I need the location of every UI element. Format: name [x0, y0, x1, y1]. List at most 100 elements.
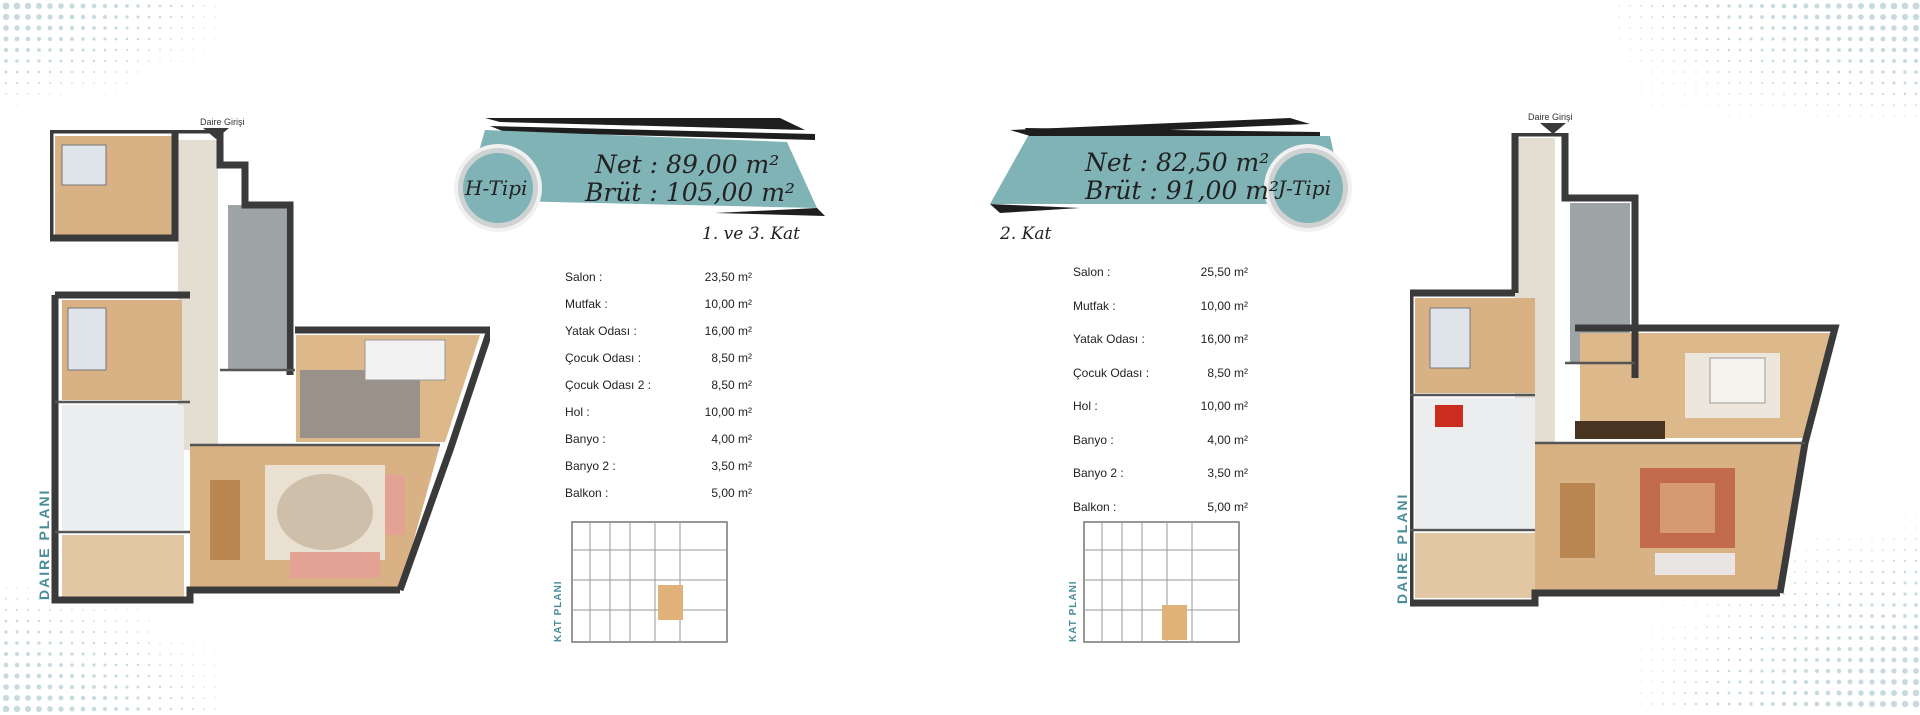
- decorative-dot: [1640, 71, 1642, 73]
- decorative-dot: [159, 642, 161, 644]
- decorative-dot: [1902, 668, 1908, 674]
- room-area: 10,00 m²: [704, 405, 752, 419]
- decorative-dot: [214, 697, 216, 699]
- decorative-dot: [147, 15, 151, 19]
- decorative-dot: [1673, 648, 1675, 650]
- decorative-dot: [1662, 692, 1664, 694]
- decorative-dot: [1860, 115, 1862, 117]
- decorative-dot: [169, 685, 173, 689]
- decorative-dot: [1662, 626, 1664, 628]
- decorative-dot: [159, 49, 161, 51]
- decorative-dot: [192, 675, 194, 677]
- decorative-dot: [1695, 60, 1697, 62]
- decorative-dot: [1651, 681, 1653, 683]
- decorative-dot: [1880, 646, 1886, 652]
- decorative-dot: [25, 14, 31, 20]
- decorative-dot: [1772, 104, 1774, 106]
- decorative-dot: [136, 652, 140, 656]
- decorative-dot: [1706, 60, 1708, 62]
- decorative-dot: [1816, 93, 1818, 95]
- decorative-dot: [158, 685, 162, 689]
- decorative-dot: [4, 81, 8, 85]
- decorative-dot: [1782, 669, 1786, 673]
- decorative-dot: [192, 631, 194, 633]
- decorative-dot: [4, 608, 8, 612]
- decorative-dot: [125, 652, 129, 656]
- decorative-dot: [1684, 71, 1686, 73]
- decorative-dot: [1684, 115, 1686, 117]
- decorative-dot: [1618, 93, 1620, 95]
- decorative-dot: [148, 631, 150, 633]
- decorative-dot: [1651, 82, 1653, 84]
- decorative-dot: [1881, 625, 1885, 629]
- decorative-dot: [192, 5, 194, 7]
- decorative-dot: [37, 652, 41, 656]
- decorative-dot: [1728, 626, 1730, 628]
- decorative-dot: [1672, 15, 1676, 19]
- decorative-dot: [1629, 703, 1631, 705]
- decorative-dot: [1879, 700, 1887, 708]
- decorative-dot: [1792, 3, 1798, 9]
- decorative-dot: [71, 82, 73, 84]
- decorative-dot: [1749, 59, 1753, 63]
- decorative-dot: [69, 14, 75, 20]
- decorative-dot: [1869, 47, 1875, 53]
- decorative-dot: [104, 620, 106, 622]
- decorative-dot: [1629, 5, 1631, 7]
- decorative-dot: [1904, 104, 1906, 106]
- decorative-dot: [1815, 658, 1819, 662]
- decorative-dot: [38, 609, 40, 611]
- decorative-dot: [125, 15, 129, 19]
- room-name: Çocuk Odası :: [565, 351, 642, 365]
- decorative-dot: [137, 82, 139, 84]
- decorative-dot: [1749, 26, 1753, 30]
- decorative-dot: [1825, 690, 1831, 696]
- decorative-dot: [214, 16, 216, 18]
- decorative-dot: [1705, 15, 1709, 19]
- decorative-dot: [147, 37, 151, 41]
- decorative-dot: [1891, 624, 1897, 630]
- room-row: Salon :25,50 m²: [1073, 265, 1248, 281]
- decorative-dot: [1849, 549, 1851, 551]
- decorative-dot: [203, 5, 205, 7]
- decorative-dot: [1803, 679, 1809, 685]
- room-name: Yatak Odası :: [1073, 332, 1145, 346]
- decorative-dot: [48, 663, 52, 667]
- decorative-dot: [59, 59, 63, 63]
- decorative-dot: [1882, 549, 1884, 551]
- decorative-dot: [137, 631, 139, 633]
- decorative-dot: [137, 71, 139, 73]
- decorative-dot: [80, 695, 86, 701]
- decorative-dot: [1771, 26, 1775, 30]
- decorative-dot: [114, 641, 118, 645]
- decorative-dot: [1881, 92, 1885, 96]
- decorative-dot: [1869, 701, 1875, 707]
- decorative-dot: [1793, 37, 1797, 41]
- decorative-dot: [1858, 679, 1864, 685]
- decorative-dot: [1804, 614, 1808, 618]
- decorative-dot: [1837, 614, 1841, 618]
- decorative-dot: [181, 620, 183, 622]
- room-area: 16,00 m²: [1200, 332, 1248, 346]
- decorative-dot: [1684, 615, 1686, 617]
- decorative-dot: [4, 630, 8, 634]
- decorative-dot: [1890, 2, 1898, 10]
- decorative-dot: [81, 37, 85, 41]
- decorative-dot: [1640, 38, 1642, 40]
- decorative-dot: [1794, 93, 1796, 95]
- decorative-dot: [1727, 691, 1731, 695]
- decorative-dot: [125, 26, 129, 30]
- decorative-dot: [59, 630, 63, 634]
- decorative-dot: [1662, 82, 1664, 84]
- room-area: 8,50 m²: [711, 378, 752, 392]
- decorative-dot: [80, 3, 86, 9]
- decorative-dot: [1793, 669, 1797, 673]
- decorative-dot: [181, 71, 183, 73]
- decorative-dot: [1858, 646, 1864, 652]
- decorative-dot: [1629, 93, 1631, 95]
- decorative-dot: [5, 598, 7, 600]
- decorative-dot: [36, 684, 42, 690]
- decorative-dot: [1727, 48, 1731, 52]
- decorative-dot: [1871, 549, 1873, 551]
